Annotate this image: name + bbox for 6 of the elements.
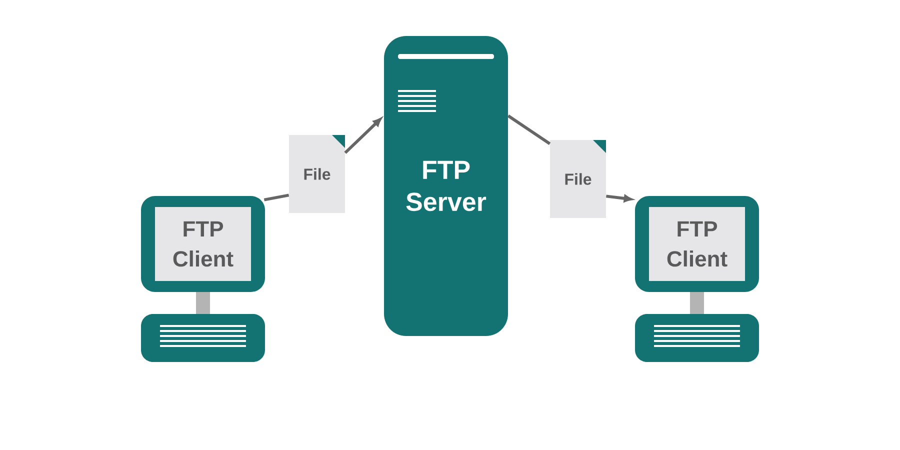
client-monitor: FTP Client <box>141 196 265 292</box>
file-document: File <box>550 140 606 218</box>
client-monitor: FTP Client <box>635 196 759 292</box>
file-document: File <box>289 135 345 213</box>
server-box: FTP Server <box>384 36 508 336</box>
arrow <box>344 118 382 154</box>
